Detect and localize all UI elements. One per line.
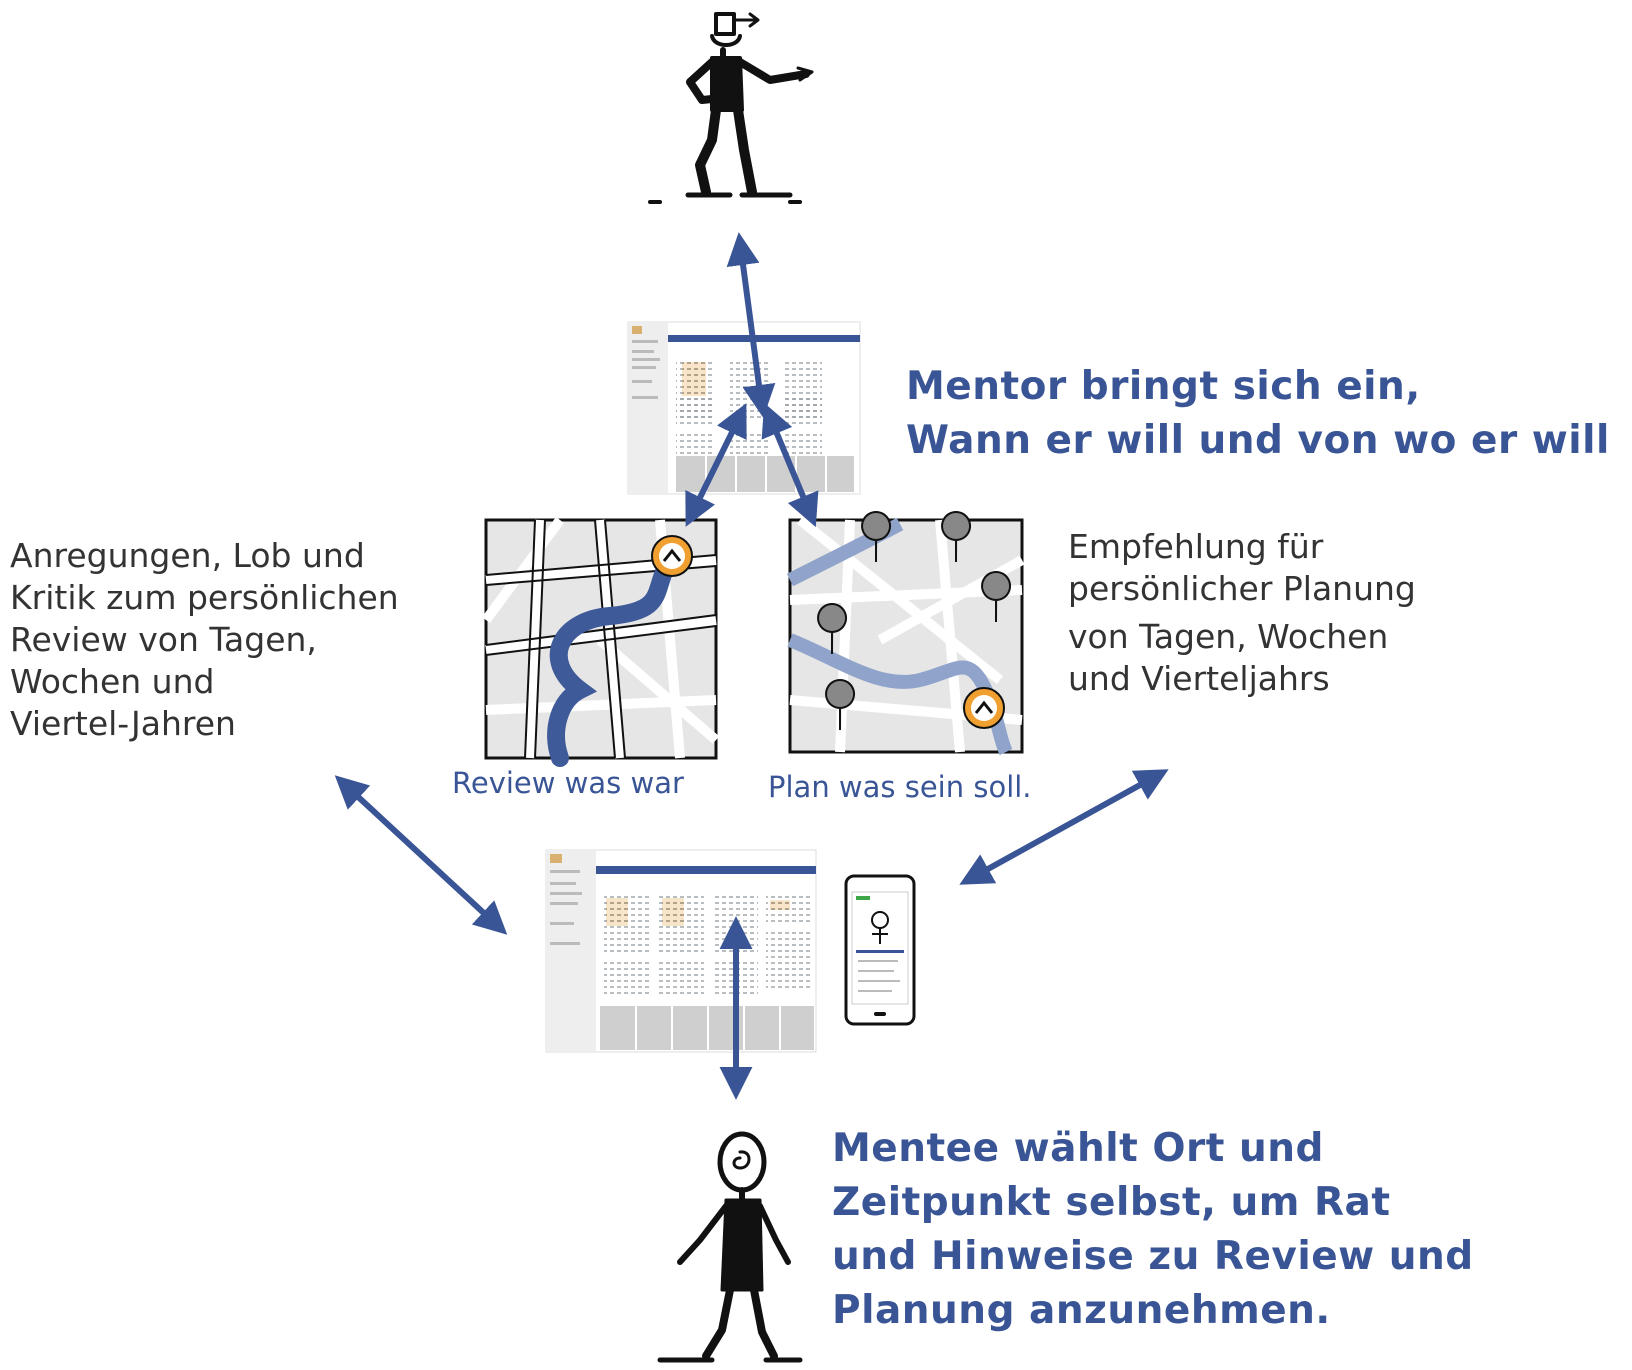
mentee-caption-line: Zeitpunkt selbst, um Rat — [832, 1180, 1391, 1225]
right-description-line: persönlicher Planung — [1068, 569, 1416, 608]
right-description: Empfehlung für persönlicher Planung von … — [1068, 526, 1416, 700]
arrow-left-text — [334, 775, 508, 935]
mentor-caption-line: Mentor bringt sich ein, — [906, 364, 1421, 409]
left-description-line: Review von Tagen, — [10, 620, 317, 659]
arrow-right-text — [959, 769, 1169, 885]
phone-icon — [844, 874, 916, 1026]
right-description-line: von Tagen, Wochen — [1068, 617, 1389, 656]
left-description: Anregungen, Lob und Kritik zum persönlic… — [10, 535, 399, 745]
arrows — [334, 232, 1169, 1100]
mentor-figure — [648, 12, 814, 204]
review-caption: Review was war — [452, 766, 684, 800]
mentor-caption-line: Wann er will und von wo er will — [906, 418, 1610, 463]
review-map — [481, 517, 720, 767]
mentee-caption-line: Mentee wählt Ort und — [832, 1126, 1324, 1171]
mentee-caption-line: Planung anzunehmen. — [832, 1288, 1331, 1333]
arrow-review-screen — [685, 403, 747, 527]
plan-caption: Plan was sein soll. — [768, 770, 1032, 804]
mentor-caption: Mentor bringt sich ein, Wann er will und… — [906, 360, 1610, 468]
left-description-line: Wochen und — [10, 662, 215, 701]
mentee-caption-line: und Hinweise zu Review und — [832, 1234, 1474, 1279]
left-description-line: Anregungen, Lob und — [10, 536, 365, 575]
mentee-calendar-screenshot — [545, 849, 817, 1053]
right-description-line: und Vierteljahrs — [1068, 659, 1330, 698]
arrow-mentor-screen — [726, 232, 776, 418]
arrow-plan-screen — [761, 402, 819, 528]
left-description-line: Kritik zum persönlichen — [10, 578, 399, 617]
mentee-figure — [657, 1131, 803, 1363]
right-description-line: Empfehlung für — [1068, 527, 1324, 566]
plan-map — [786, 511, 1025, 756]
mentee-caption: Mentee wählt Ort und Zeitpunkt selbst, u… — [832, 1122, 1474, 1338]
left-description-line: Viertel-Jahren — [10, 704, 236, 743]
mentor-calendar-screenshot — [627, 321, 861, 495]
location-pin-icons — [817, 511, 1012, 731]
